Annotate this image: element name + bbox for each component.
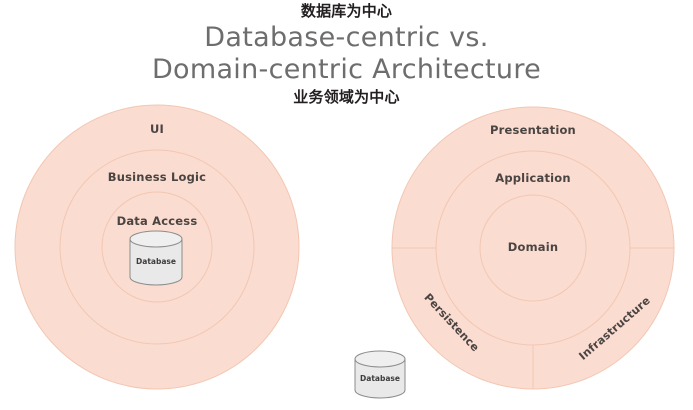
left-database-label: Database: [136, 257, 176, 266]
page-title-line-1: Database-centric vs.: [204, 22, 489, 53]
right-label-presentation: Presentation: [490, 123, 576, 137]
left-ring-ui-outline: [14, 104, 300, 390]
right-architecture-diagram: Presentation Application Domain Persiste…: [391, 106, 675, 390]
external-database-label: Database: [360, 374, 400, 383]
right-ring-outer[interactable]: [392, 107, 674, 389]
right-ring-application[interactable]: [435, 150, 631, 346]
right-label-domain: Domain: [508, 240, 559, 254]
right-ring-domain[interactable]: [479, 194, 587, 302]
left-ring-business-logic[interactable]: [59, 149, 255, 345]
left-label-ui: UI: [150, 122, 164, 136]
left-database-cylinder-icon[interactable]: Database: [129, 230, 183, 286]
left-label-business-logic: Business Logic: [108, 170, 206, 184]
caption-database-centric: 数据库为中心: [300, 2, 393, 20]
page-title: Database-centric vs. Domain-centric Arch…: [0, 22, 693, 86]
caption-domain-centric: 业务领域为中心: [293, 88, 400, 106]
right-label-application: Application: [495, 171, 571, 185]
left-architecture-diagram: UI Business Logic Data Access Database: [14, 104, 300, 390]
title-block: 数据库为中心 Database-centric vs. Domain-centr…: [0, 0, 693, 107]
left-label-data-access: Data Access: [117, 214, 198, 228]
page-title-line-2: Domain-centric Architecture: [151, 54, 542, 85]
external-database-cylinder-icon[interactable]: Database: [354, 350, 406, 399]
left-ring-data-access[interactable]: [101, 191, 213, 303]
